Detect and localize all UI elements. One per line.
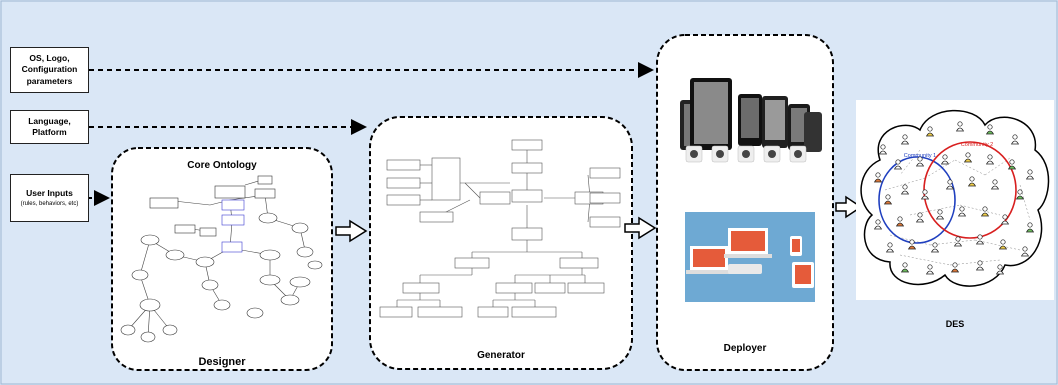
class-diagram-boxes: [379, 139, 621, 318]
person-icon: [920, 189, 930, 200]
person-icon: [873, 219, 883, 230]
person-icon: [907, 239, 917, 250]
community-2-label: Community 2: [960, 142, 994, 148]
person-icon: [1015, 189, 1025, 200]
person-icon: [1025, 222, 1035, 233]
person-icon: [885, 242, 895, 253]
designer-label: Designer: [198, 356, 246, 368]
ontology-nodes: [120, 175, 323, 343]
person-icon: [980, 206, 990, 217]
person-icon: [930, 242, 940, 253]
person-icon: [950, 262, 960, 273]
person-icon: [957, 206, 967, 217]
person-icon: [900, 134, 910, 145]
person-icon: [975, 234, 985, 245]
person-icon: [955, 121, 965, 132]
person-icon: [985, 124, 995, 135]
block-arrow-1: [335, 219, 368, 243]
person-icon: [873, 172, 883, 183]
person-icon: [925, 264, 935, 275]
person-icon: [963, 152, 973, 163]
user-inputs-title: User Inputs: [26, 188, 73, 199]
core-ontology-title: Core Ontology: [187, 160, 257, 171]
person-icon: [995, 264, 1005, 275]
user-inputs-box: User Inputs (rules, behaviors, etc): [10, 174, 89, 222]
person-icon: [945, 179, 955, 190]
person-icon: [1010, 134, 1020, 145]
person-icon: [953, 236, 963, 247]
community-1-circle: [878, 156, 956, 244]
person-icon: [998, 239, 1008, 250]
deployer-label: Deployer: [723, 343, 767, 354]
des-label: DES: [945, 319, 965, 329]
person-icon: [990, 179, 1000, 190]
language-platform-box: Language, Platform: [10, 110, 89, 144]
os-logo-config-box: OS, Logo, Configuration parameters: [10, 47, 89, 93]
person-icon: [940, 154, 950, 165]
person-icon: [900, 262, 910, 273]
generator-label: Generator: [477, 350, 525, 361]
person-icon: [985, 154, 995, 165]
user-inputs-subtitle: (rules, behaviors, etc): [20, 200, 79, 207]
devices-image: [680, 78, 822, 163]
person-icon: [895, 216, 905, 227]
class-diagram-lines: [396, 150, 591, 307]
person-icon: [1000, 214, 1010, 225]
block-arrow-3: [835, 195, 863, 219]
person-icon: [915, 156, 925, 167]
person-icon: [883, 194, 893, 205]
person-icon: [1007, 159, 1017, 170]
person-icon: [935, 209, 945, 220]
person-icon: [967, 176, 977, 187]
person-icon: [925, 126, 935, 137]
person-icon: [915, 212, 925, 223]
person-icon: [878, 144, 888, 155]
person-icon: [1020, 246, 1030, 257]
person-icon: [900, 184, 910, 195]
block-arrow-2: [624, 216, 657, 240]
person-icon: [975, 260, 985, 271]
person-icon: [893, 159, 903, 170]
community-1-label: Community 1: [903, 153, 937, 159]
laptop-image: [685, 212, 815, 302]
person-icon: [1025, 169, 1035, 180]
